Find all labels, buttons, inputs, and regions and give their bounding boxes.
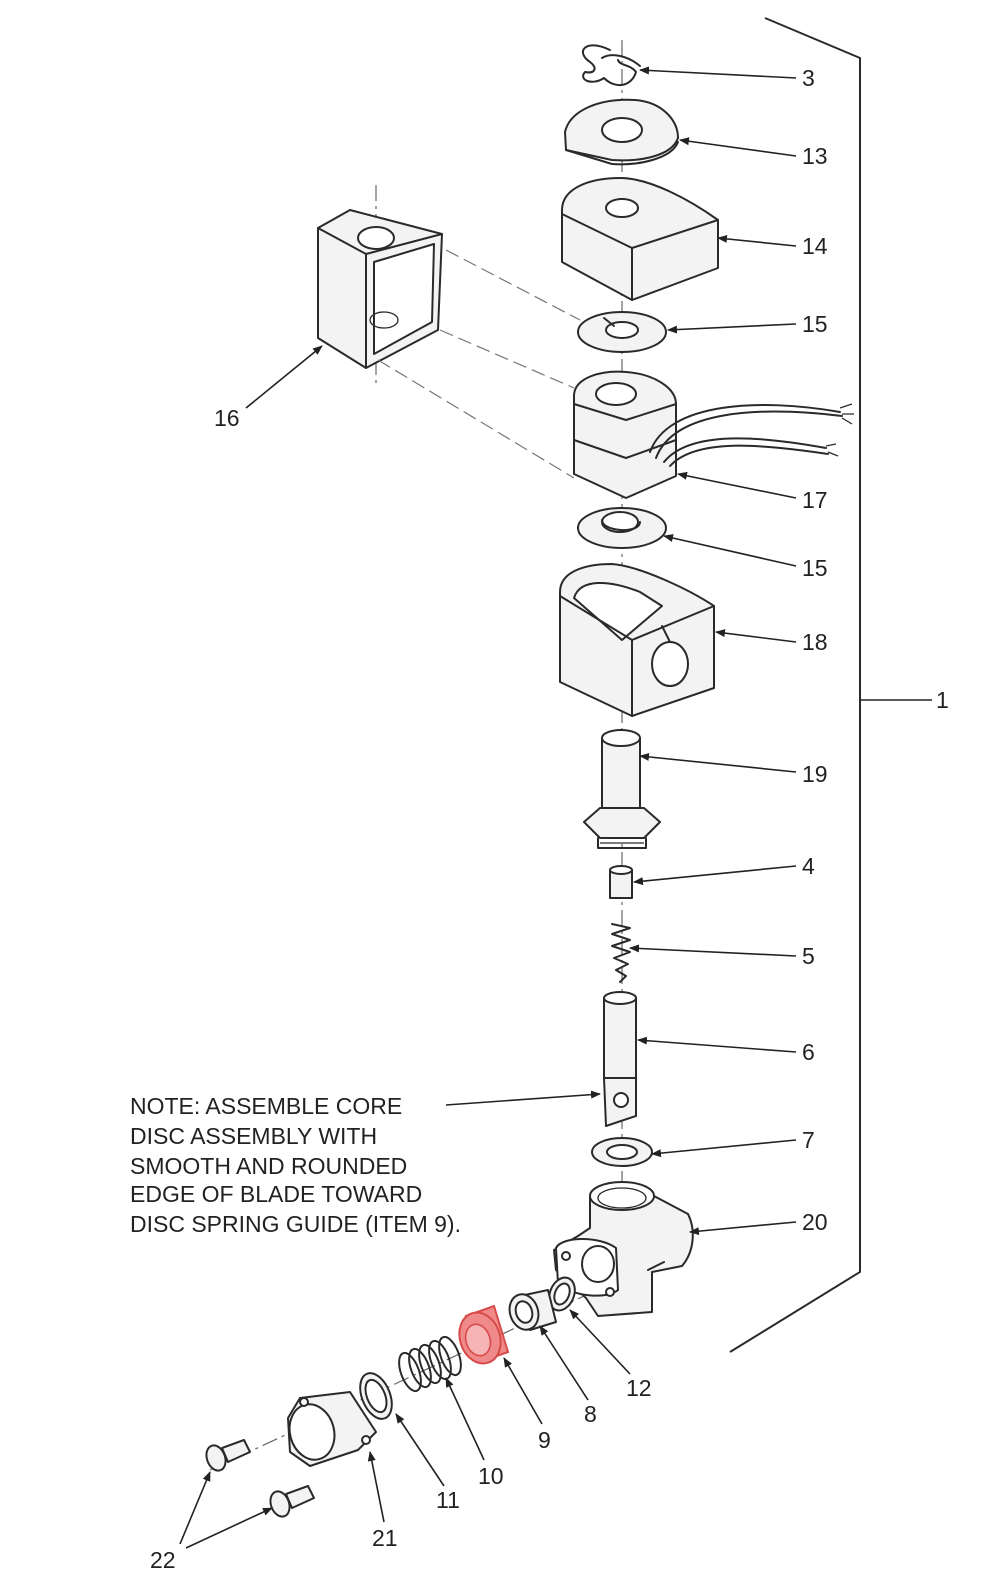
callout-15-upper: 15 <box>802 311 828 337</box>
part-22-screws <box>205 1439 315 1518</box>
callout-4: 4 <box>802 853 815 879</box>
part-14-cover <box>561 177 719 301</box>
callout-3: 3 <box>802 65 815 91</box>
callout-21: 21 <box>372 1525 398 1551</box>
callout-22: 22 <box>150 1547 176 1573</box>
callout-5: 5 <box>802 943 815 969</box>
leader-lines <box>179 66 797 1549</box>
part-19-plunger-tube <box>583 729 661 849</box>
callout-15-lower: 15 <box>802 555 828 581</box>
callout-7: 7 <box>802 1127 815 1153</box>
callout-19: 19 <box>802 761 828 787</box>
part-15-upper-washer <box>577 311 667 353</box>
part-15-lower-washer <box>577 507 667 549</box>
callout-9: 9 <box>538 1427 551 1453</box>
part-16-coil-housing <box>317 209 443 369</box>
part-9-disc-spring-guide-highlighted <box>458 1304 510 1365</box>
part-8-seat <box>508 1289 557 1331</box>
part-17-coil <box>573 370 854 499</box>
part-20-valve-body <box>553 1181 694 1317</box>
part-4-stop <box>609 865 633 899</box>
callout-14: 14 <box>802 233 828 259</box>
part-11-gasket <box>359 1372 393 1420</box>
part-21-end-cap <box>287 1391 377 1467</box>
callout-16: 16 <box>214 405 240 431</box>
part-13-plate <box>564 98 679 166</box>
part-18-yoke <box>559 563 715 717</box>
assembly-note: NOTE: ASSEMBLE CORE DISC ASSEMBLY WITH S… <box>130 1093 461 1237</box>
callout-17: 17 <box>802 487 828 513</box>
callout-1: 1 <box>936 687 949 713</box>
part-12-o-ring <box>548 1276 576 1312</box>
assembly-bracket <box>729 17 861 1353</box>
note-line-5: DISC SPRING GUIDE (ITEM 9). <box>130 1211 461 1237</box>
part-7-gasket <box>591 1137 653 1167</box>
lower-axis <box>209 1269 641 1471</box>
note-line-3: SMOOTH AND ROUNDED <box>130 1153 407 1179</box>
part-6-core <box>603 991 637 1127</box>
callout-20: 20 <box>802 1209 828 1235</box>
note-line-2: DISC ASSEMBLY WITH <box>130 1123 377 1149</box>
callout-12: 12 <box>626 1375 652 1401</box>
callout-11: 11 <box>436 1487 460 1513</box>
part-5-spring <box>611 923 631 983</box>
note-line-4: EDGE OF BLADE TOWARD <box>130 1181 422 1207</box>
callout-6: 6 <box>802 1039 815 1065</box>
part-10-spring <box>398 1335 462 1393</box>
callout-8: 8 <box>584 1401 597 1427</box>
callout-13: 13 <box>802 143 828 169</box>
callout-10: 10 <box>478 1463 504 1489</box>
part-3-clip <box>582 44 641 87</box>
note-line-1: NOTE: ASSEMBLE CORE <box>130 1093 402 1119</box>
callout-18: 18 <box>802 629 828 655</box>
